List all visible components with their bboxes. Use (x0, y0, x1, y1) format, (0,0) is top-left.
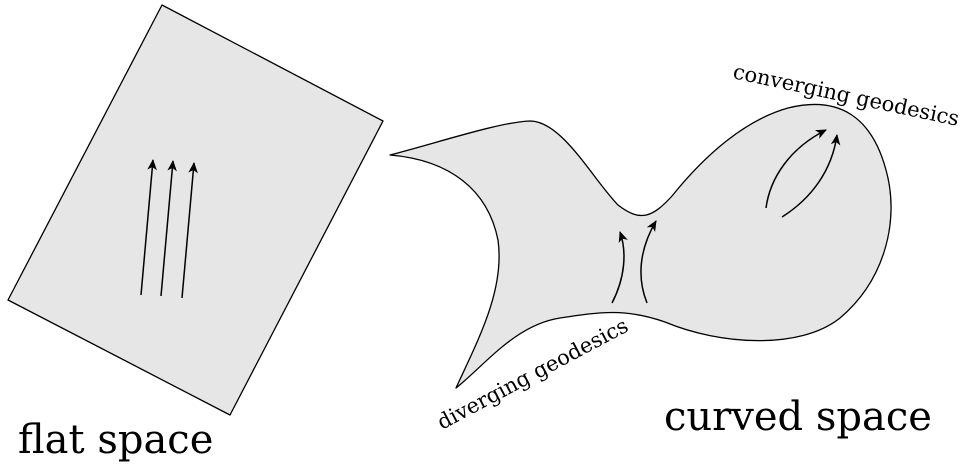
diverging-geodesic-left (611, 231, 628, 304)
curved-surface (389, 103, 892, 389)
flat-space-label: flat space (18, 417, 213, 463)
curved-space-label: curved space (664, 394, 932, 440)
curved-space-panel (389, 103, 892, 389)
flat-space-panel (7, 4, 384, 416)
flat-geodesic-2 (160, 160, 177, 297)
flat-geodesic-1 (140, 159, 157, 296)
diverging-geodesic-right (640, 220, 657, 304)
converging-geodesic-left (765, 129, 827, 209)
flat-geodesic-3 (181, 162, 198, 299)
flat-plane (7, 4, 384, 416)
converging-geodesic-right (781, 134, 841, 218)
